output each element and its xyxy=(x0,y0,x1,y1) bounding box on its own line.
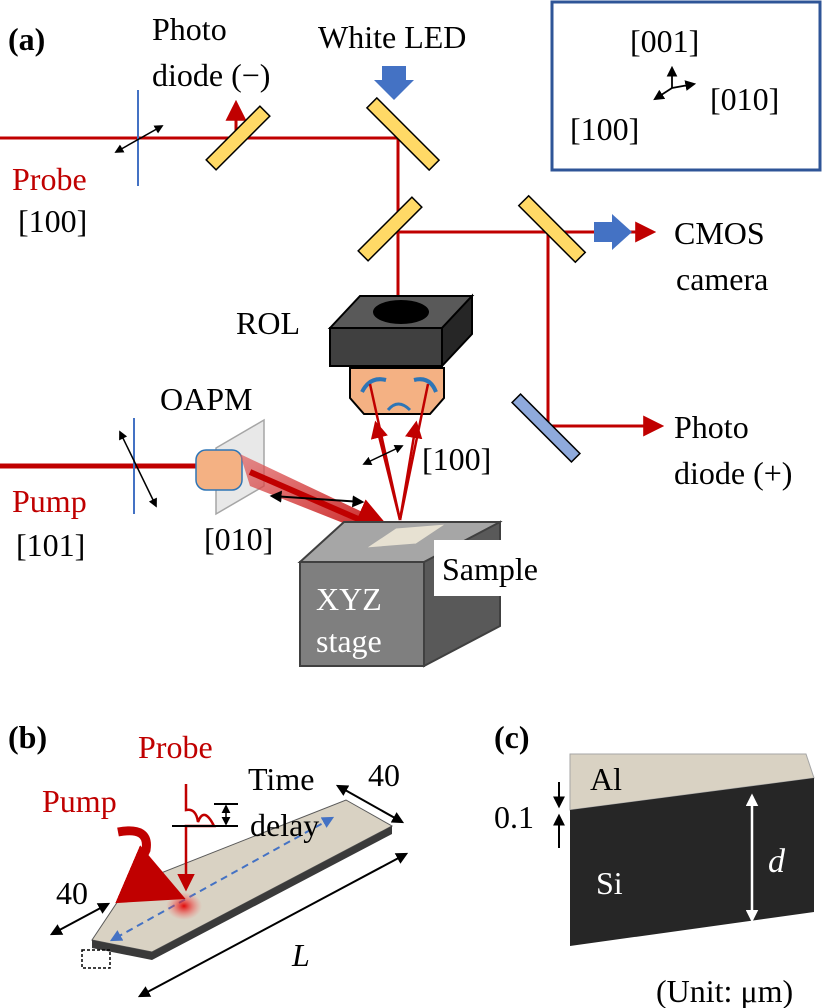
rol-aperture xyxy=(373,300,429,324)
stage-label-1: XYZ xyxy=(316,581,382,617)
rol-center-mirror xyxy=(386,402,412,412)
unit-label: (Unit: μm) xyxy=(656,973,793,1008)
pump-direction-label: [101] xyxy=(16,527,85,563)
cmos-blue-arrow xyxy=(594,214,632,250)
white-led-label: White LED xyxy=(318,19,466,55)
oapm-direction-label: [010] xyxy=(204,521,273,557)
axis-y-arrow xyxy=(671,80,697,91)
rol-mirror-left xyxy=(360,377,387,393)
probe-direction-label: [100] xyxy=(18,203,87,239)
pump-pulse-label: Pump xyxy=(42,783,117,819)
time-delay-label-1: Time xyxy=(248,761,314,797)
mirror-top xyxy=(365,96,441,172)
rol-label: ROL xyxy=(236,305,300,341)
objective-ray-4 xyxy=(398,420,423,521)
time-delay-label-2: delay xyxy=(250,807,319,843)
cmos-label-2: camera xyxy=(676,261,768,297)
objective-direction-label: [100] xyxy=(422,441,491,477)
panel-b-label: (b) xyxy=(8,719,47,755)
si-label: Si xyxy=(596,865,623,901)
panel-a-label: (a) xyxy=(8,21,45,57)
axis-y-label: [010] xyxy=(710,81,779,117)
beam-splitter-right xyxy=(517,194,587,264)
rol-body-front xyxy=(329,327,443,367)
white-led-arrow xyxy=(374,66,414,100)
cantilever-edge xyxy=(92,826,392,960)
al-thickness-label: 0.1 xyxy=(494,799,534,835)
panel-c-label: (c) xyxy=(494,719,530,755)
rol-mirror-right xyxy=(413,377,438,393)
sample-label: Sample xyxy=(442,551,538,587)
photodiode-plus-label-2: diode (+) xyxy=(674,455,792,491)
panel-b: (b) Time delay Probe Pump 40 40 L xyxy=(8,719,409,998)
width-arrow-right xyxy=(335,784,405,824)
probe-polarization-arrow xyxy=(114,125,164,153)
panel-c: (c) Al Si 0.1 d (Unit: μm) xyxy=(494,719,815,1008)
al-label: Al xyxy=(590,761,622,797)
beam-splitter-middle xyxy=(357,196,423,262)
axis-x-arrow xyxy=(653,87,673,101)
photodiode-minus-label-2: diode (−) xyxy=(152,57,270,93)
axis-z-label: [001] xyxy=(630,23,699,59)
panel-a: (a) Photo diode (−) White LED Probe [100… xyxy=(0,0,822,668)
width-arrow-left xyxy=(49,902,111,936)
stage-label-2: stage xyxy=(316,623,382,659)
width-label-left: 40 xyxy=(56,875,88,911)
probe-pulse-label: Probe xyxy=(138,729,213,765)
sample-chip xyxy=(364,523,448,549)
oapm-translation-arrow xyxy=(269,490,365,508)
cantilever-top xyxy=(91,799,394,953)
length-arrow xyxy=(137,852,409,998)
cmos-label-1: CMOS xyxy=(674,215,765,251)
beam-splitter-photodiode xyxy=(205,105,271,171)
mirror-photodiode-plus xyxy=(510,392,582,464)
axis-x-label: [100] xyxy=(570,111,639,147)
si-thickness-label: d xyxy=(768,843,786,880)
objective-ray-3 xyxy=(370,420,402,521)
photodiode-minus-label-1: Photo xyxy=(152,11,227,47)
oapm-cylinder xyxy=(195,449,243,491)
tip-highlight-box xyxy=(81,949,111,969)
rol-body-side xyxy=(441,293,473,369)
photodiode-plus-label-1: Photo xyxy=(674,409,749,445)
probe-label: Probe xyxy=(12,161,87,197)
width-label-right: 40 xyxy=(368,757,400,793)
oapm-label: OAPM xyxy=(160,381,252,417)
objective-polarization-arrow xyxy=(362,445,404,465)
axes-box xyxy=(550,0,822,172)
pump-polarization-arrow xyxy=(119,430,157,508)
sample-label-bg xyxy=(434,540,560,596)
pump-label: Pump xyxy=(12,483,87,519)
probe-pulse xyxy=(177,784,217,892)
length-label: L xyxy=(291,937,310,973)
